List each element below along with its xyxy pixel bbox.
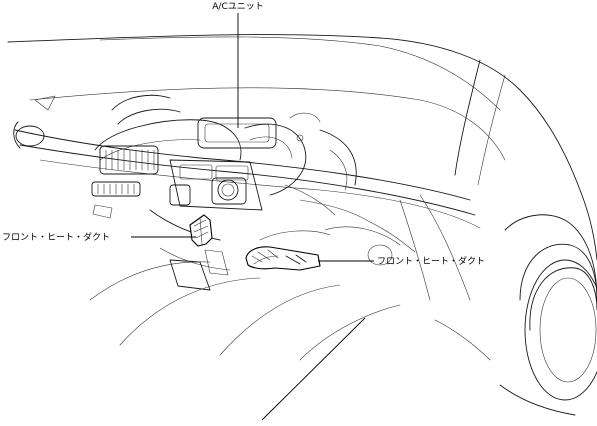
dashboard-outline [13,94,491,361]
front-heat-duct-right-label: フロント・ヒート・ダクト [377,255,485,267]
front-heat-duct-right-part [245,246,321,271]
front-heat-duct-left-part [189,214,213,247]
car-body-outline [7,34,597,416]
ac-unit-label: A/Cユニット [212,2,263,12]
floor-leader [261,317,366,421]
front-heat-duct-left-label: フロント・ヒート・ダクト [2,231,110,243]
